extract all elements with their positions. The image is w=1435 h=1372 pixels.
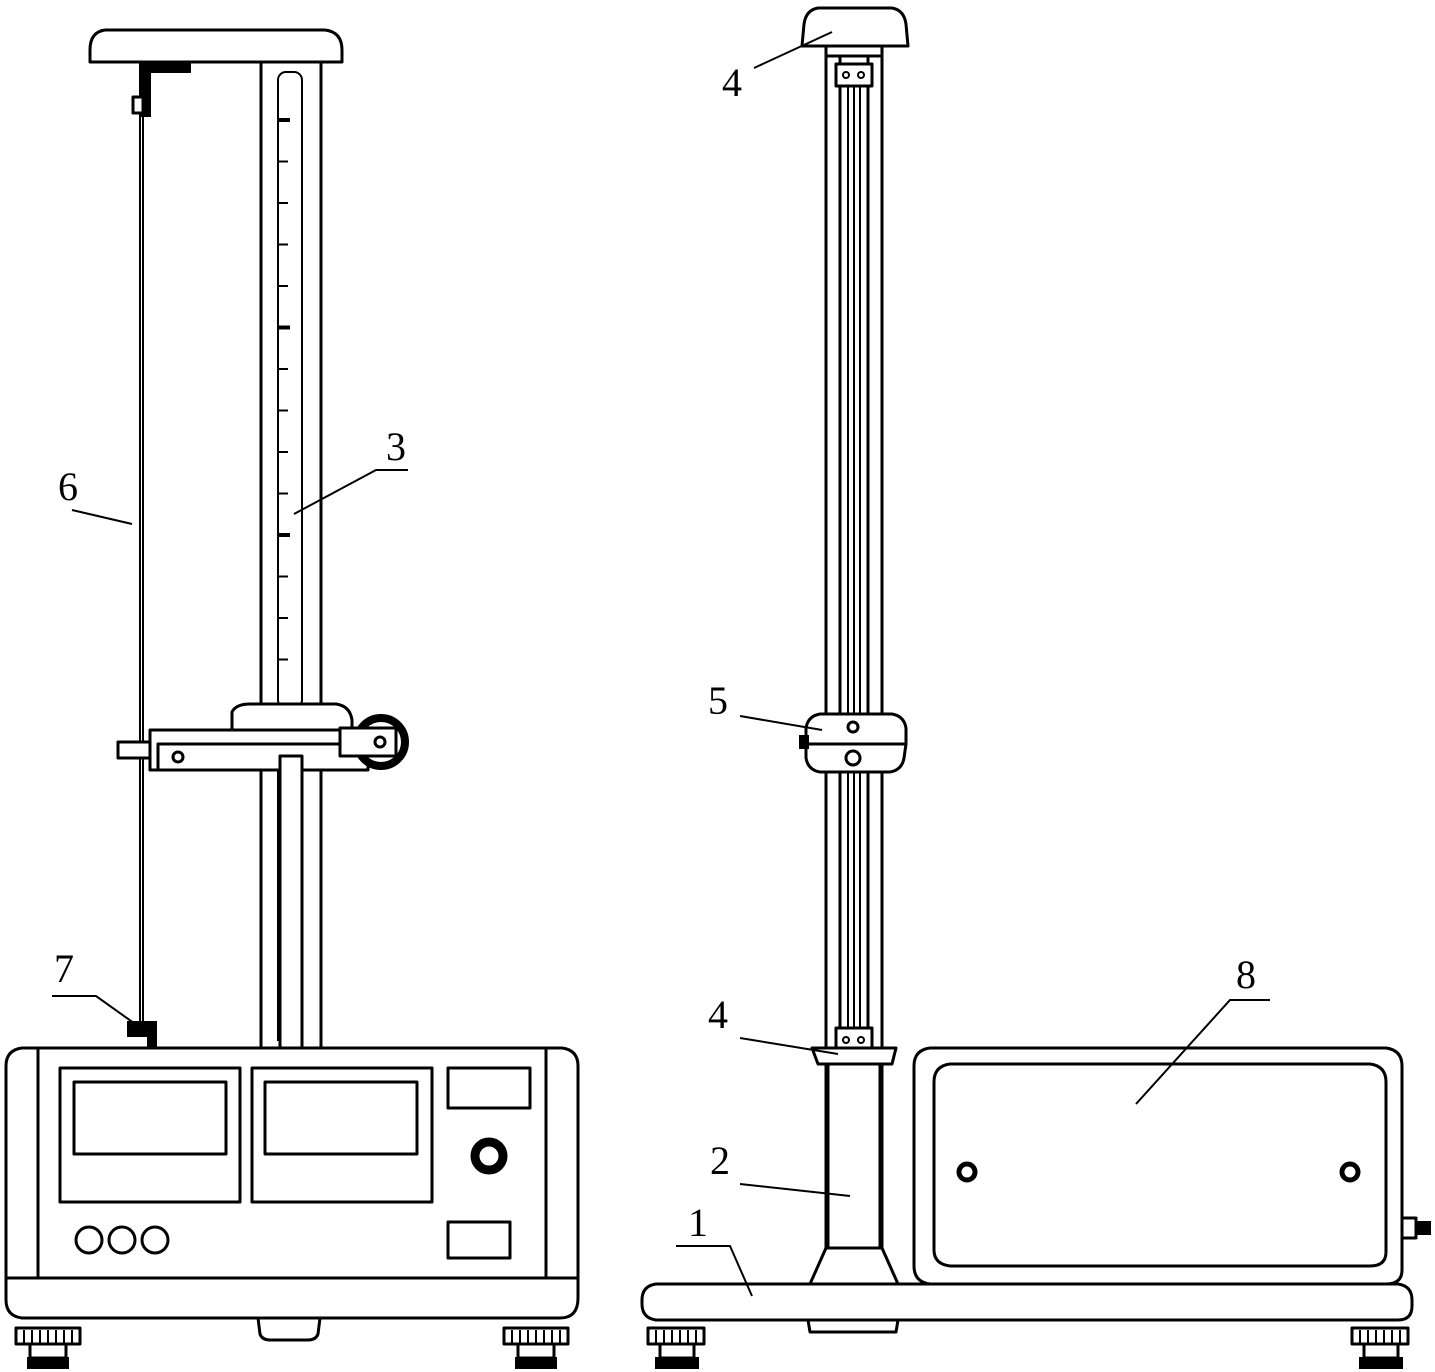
support-post — [808, 1062, 900, 1286]
side-view — [640, 6, 1431, 1369]
label-7: 7 — [54, 946, 74, 991]
leader-5 — [739, 715, 823, 731]
label-3: 3 — [386, 424, 406, 469]
connector — [1400, 1216, 1431, 1240]
lower-end-cap — [810, 1026, 898, 1066]
sliding-carriage — [116, 702, 409, 1050]
leader-8 — [1135, 999, 1270, 1105]
part-labels: 3 6 7 4 5 4 2 1 8 — [54, 60, 1256, 1245]
leader-6 — [71, 509, 133, 525]
control-box — [4, 1046, 580, 1342]
top-clamp — [131, 61, 191, 117]
top-end-cap — [800, 6, 910, 58]
label-6: 6 — [58, 464, 78, 509]
side-housing — [912, 1046, 1431, 1286]
button-1 — [74, 1225, 104, 1255]
leveling-foot-left — [14, 1326, 82, 1369]
label-2: 2 — [710, 1138, 730, 1183]
side-slider — [799, 712, 908, 774]
display-right-screen — [263, 1080, 419, 1156]
leader-4-top — [753, 31, 833, 69]
leader-7 — [52, 995, 139, 1027]
side-foot-left — [646, 1326, 706, 1369]
top-cap — [88, 28, 344, 64]
panel-window-bottom — [446, 1220, 512, 1260]
housing-screw-right — [1339, 1161, 1361, 1183]
leader-1 — [676, 1245, 753, 1297]
housing-screw-left — [956, 1161, 978, 1183]
control-dial — [470, 1137, 508, 1175]
button-3 — [140, 1225, 170, 1255]
leader-lines — [52, 31, 1270, 1297]
label-5: 5 — [708, 678, 728, 723]
leader-3 — [293, 469, 408, 515]
bottom-clamp — [127, 1021, 157, 1049]
display-left-screen — [72, 1080, 228, 1156]
side-foot-right — [1350, 1326, 1410, 1369]
leader-4-bottom — [739, 1037, 839, 1055]
label-8: 8 — [1236, 952, 1256, 997]
label-4-top: 4 — [722, 60, 742, 105]
leveling-foot-right — [502, 1326, 570, 1369]
button-2 — [107, 1225, 137, 1255]
front-view — [4, 28, 580, 1369]
base-plate — [640, 1282, 1414, 1334]
leader-2 — [739, 1183, 851, 1197]
scale-ticks-upper — [278, 118, 290, 661]
panel-window-top — [446, 1066, 532, 1110]
label-1: 1 — [688, 1200, 708, 1245]
label-4-bottom: 4 — [708, 992, 728, 1037]
